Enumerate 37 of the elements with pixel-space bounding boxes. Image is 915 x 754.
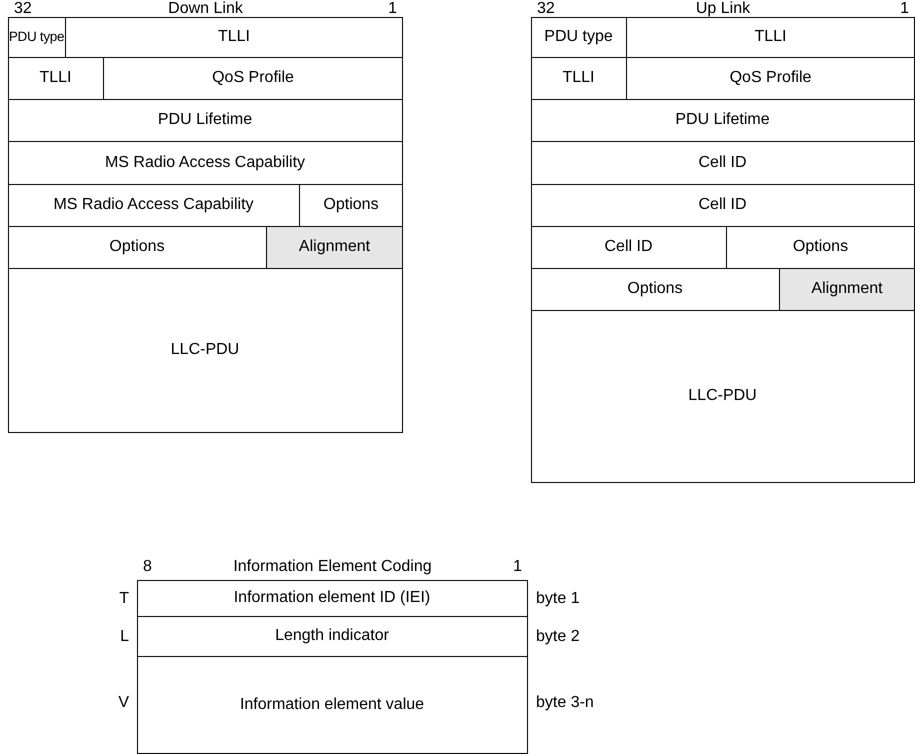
bit-number: 1	[513, 558, 522, 575]
field-cell: Cell ID	[531, 185, 915, 227]
field-cell: QoS Profile	[104, 58, 403, 100]
field-cell: MS Radio Access Capability	[8, 185, 300, 227]
byte-label: byte 2	[536, 627, 580, 647]
field-letter: V	[118, 693, 129, 713]
field-cell: TLLI	[66, 17, 403, 58]
field-cell: Length indicator	[137, 617, 528, 657]
field-cell: Information element ID (IEI)	[137, 580, 528, 617]
field-cell: TLLI	[531, 58, 627, 100]
field-cell: MS Radio Access Capability	[8, 142, 403, 185]
field-cell: PDU Lifetime	[8, 100, 403, 142]
bit-number: 32	[14, 0, 32, 17]
field-cell: PDU Lifetime	[531, 100, 915, 142]
field-cell: Alignment	[267, 227, 403, 269]
table-title: Up Link	[694, 0, 752, 17]
bit-number: 8	[143, 558, 152, 575]
table-title: Information Element Coding	[232, 558, 433, 575]
field-cell: Cell ID	[531, 227, 727, 269]
field-cell: LLC-PDU	[531, 311, 915, 483]
bit-number: 1	[388, 0, 397, 17]
field-cell: Alignment	[780, 269, 915, 311]
bit-number: 1	[900, 0, 909, 17]
field-cell: PDU type	[531, 17, 627, 58]
byte-label: byte 3-n	[536, 693, 594, 713]
table-title: Down Link	[167, 0, 244, 17]
field-cell: Information element value	[137, 657, 528, 754]
bit-number: 32	[537, 0, 555, 17]
field-cell: PDU type	[8, 17, 66, 58]
field-letter: T	[119, 588, 129, 608]
field-cell: Cell ID	[531, 142, 915, 185]
field-cell: QoS Profile	[627, 58, 915, 100]
field-letter: L	[120, 627, 129, 647]
field-cell: TLLI	[8, 58, 104, 100]
byte-label: byte 1	[536, 588, 580, 608]
field-cell: LLC-PDU	[8, 269, 403, 433]
field-cell: TLLI	[627, 17, 915, 58]
